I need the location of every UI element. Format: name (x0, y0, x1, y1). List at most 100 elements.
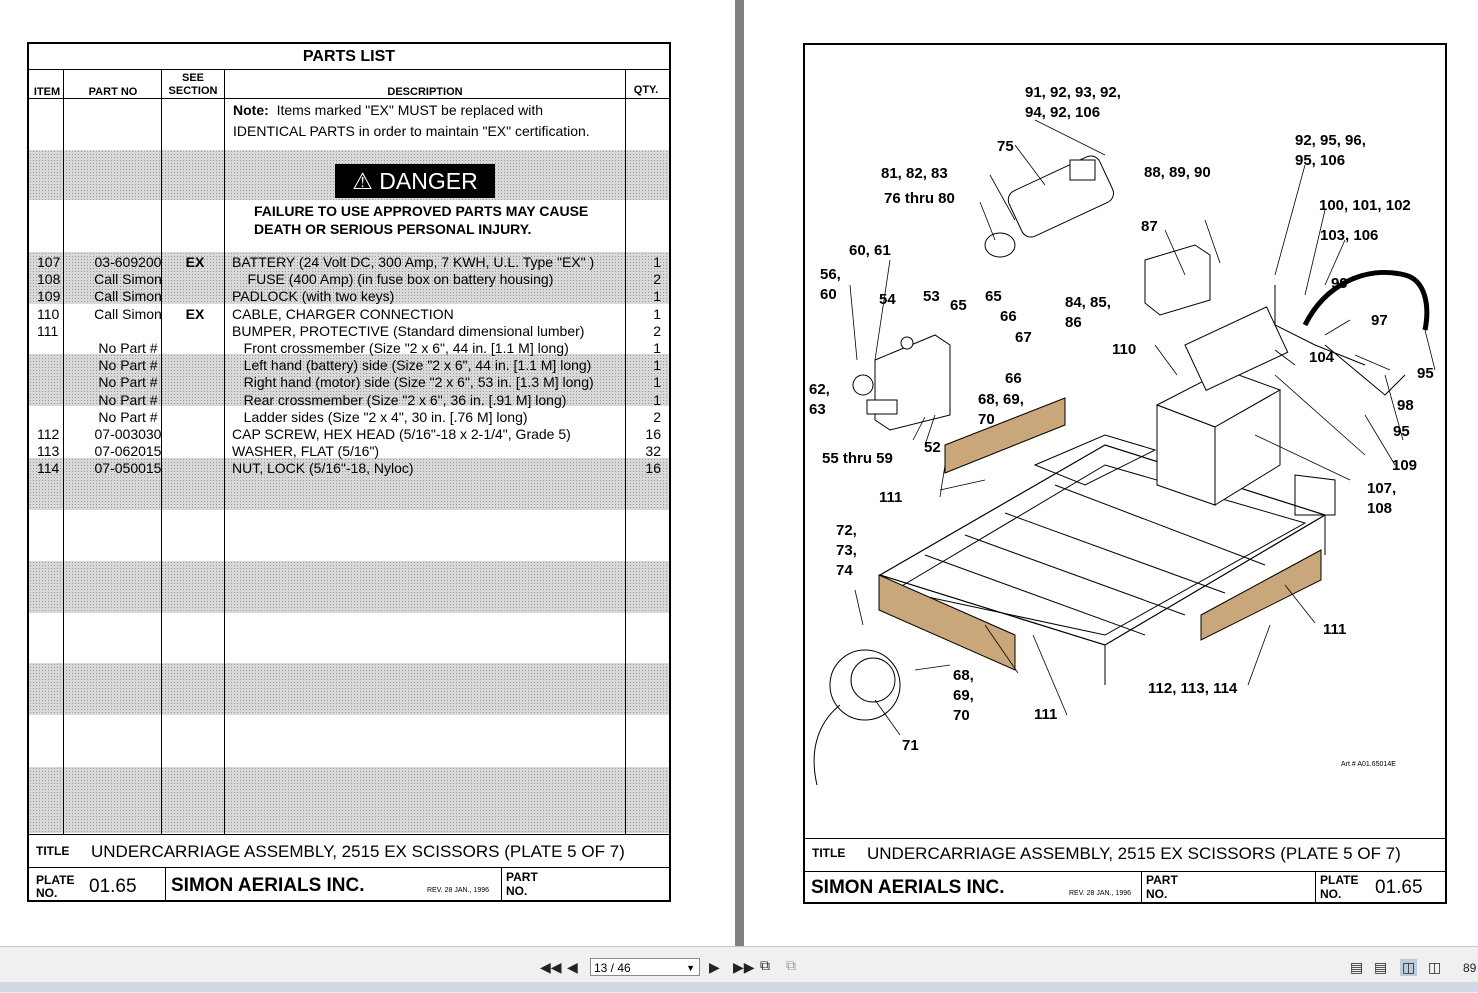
part-label: PART (506, 870, 538, 884)
cell-item: 109 (37, 288, 61, 305)
cell-part: 07-003030 (94, 426, 162, 442)
header-description: DESCRIPTION (387, 86, 463, 98)
callout-label: 95 (1393, 423, 1410, 440)
plate-title-right: UNDERCARRIAGE ASSEMBLY, 2515 EX SCISSORS… (867, 844, 1401, 863)
cell-desc: BATTERY (24 Volt DC, 300 Amp, 7 KWH, U.L… (232, 254, 595, 270)
first-page-icon[interactable]: ◀◀ (540, 959, 562, 975)
cell-item: 108 (37, 271, 61, 288)
callout-label: 94, 92, 106 (1025, 104, 1101, 121)
art-number: Art # A01.65014E (1341, 761, 1396, 768)
cell-desc: Rear crossmember (Size "2 x 6", 36 in. [… (232, 391, 567, 408)
danger-label: ⚠ DANGER (335, 164, 495, 198)
callout-label: 99 (1331, 275, 1348, 292)
table-row: No Part # Front crossmember (Size "2 x 6… (29, 340, 669, 357)
continuous-view-icon[interactable]: ▤ (1374, 959, 1388, 975)
table-row: No Part # Right hand (motor) side (Size … (29, 374, 669, 391)
header-part-no: PART NO (88, 86, 138, 98)
callout-label: 88, 89, 90 (1144, 164, 1211, 181)
callout-label: 97 (1371, 312, 1388, 329)
danger-message: FAILURE TO USE APPROVED PARTS MAY CAUSE … (254, 203, 589, 237)
table-row: No Part # Rear crossmember (Size "2 x 6"… (29, 392, 669, 409)
hydraulic-tank (852, 334, 951, 431)
callout-label: 62, (809, 381, 830, 398)
cell-qty: 1 (653, 340, 661, 356)
callout-label: 72, (836, 522, 857, 539)
callout-label: 56, (820, 266, 841, 283)
header-see: SEE (181, 72, 204, 84)
plate-number-right: 01.65 (1375, 877, 1423, 898)
continuous-facing-view-icon[interactable]: ◫ (1428, 959, 1442, 975)
cell-part: No Part # (98, 408, 158, 425)
callout-label: 111 (1323, 621, 1347, 638)
cell-qty: 2 (653, 408, 661, 425)
callout-label: 70 (953, 707, 970, 724)
callout-label: 91, 92, 93, 92, (1025, 84, 1121, 101)
chevron-down-icon[interactable]: ▼ (686, 963, 695, 973)
cell-qty: 1 (653, 374, 661, 391)
callout-label: 110 (1112, 341, 1137, 358)
cell-desc: Ladder sides (Size "2 x 4", 30 in. [.76 … (232, 408, 528, 425)
cell-part: Call Simon (94, 288, 162, 305)
part-no-label-right: NO. (1146, 887, 1168, 901)
plate-label-right: PLATE (1320, 873, 1359, 887)
last-page-icon[interactable]: ▶▶ (733, 959, 755, 975)
plate-number: 01.65 (89, 876, 137, 897)
cell-item: 113 (37, 443, 60, 460)
callout-label: 109 (1392, 457, 1418, 474)
cell-qty: 1 (653, 305, 661, 322)
callout-label: 111 (879, 489, 903, 506)
battery-box (1155, 306, 1289, 506)
bumpers (878, 397, 1322, 671)
cell-desc: CAP SCREW, HEX HEAD (5/16"-18 x 2-1/4", … (232, 426, 571, 442)
callout-label: 103, 106 (1320, 227, 1379, 244)
callout-label: 81, 82, 83 (881, 165, 948, 182)
callout-label: 66 (1005, 370, 1022, 387)
callout-label: 95, 106 (1295, 152, 1346, 169)
callout-label: 54 (879, 291, 896, 308)
revision-date: REV. 28 JAN., 1996 (427, 887, 490, 894)
previous-page-icon[interactable]: ◀ (567, 959, 578, 975)
plate-no-label: NO. (36, 886, 58, 900)
parts-list-title: PARTS LIST (302, 48, 396, 65)
go-back-view-icon[interactable]: ⧉ (760, 957, 770, 973)
cell-desc: NUT, LOCK (5/16"-18, Nyloc) (232, 460, 414, 477)
warning-triangle-icon: ⚠ (352, 168, 373, 194)
cell-item: 111 (37, 322, 59, 339)
taskbar (0, 982, 1478, 992)
zoom-level[interactable]: 89 (1463, 961, 1477, 975)
cell-qty: 1 (653, 391, 661, 408)
callout-label: 53 (923, 288, 940, 305)
plate-no-label-right: NO. (1320, 887, 1342, 901)
facing-view-icon[interactable]: ◫ (1400, 959, 1418, 976)
cell-desc: CABLE, CHARGER CONNECTION (232, 305, 454, 322)
cell-part: 07-062015 (94, 443, 162, 460)
chassis-frame (878, 434, 1336, 685)
cell-item: 114 (37, 460, 60, 477)
next-page-icon[interactable]: ▶ (709, 959, 720, 975)
cell-item: 107 (37, 254, 61, 270)
callout-label: 68, (953, 667, 974, 684)
callout-label: 111 (1034, 706, 1058, 723)
header-section: SECTION (168, 85, 218, 97)
ex-note: Note: Items marked "EX" MUST be replaced… (233, 102, 590, 139)
page-number-input[interactable]: 13 / 46 ▼ (590, 958, 700, 976)
cell-qty: 2 (653, 322, 661, 339)
callout-label: 65 (985, 288, 1002, 305)
motor (984, 155, 1114, 258)
callout-label: 69, (953, 687, 974, 704)
table-row: 114 07-050015 NUT, LOCK (5/16"-18, Nyloc) 1… (29, 460, 669, 477)
cell-qty: 16 (645, 460, 661, 477)
cell-qty: 1 (653, 288, 661, 305)
single-page-view-icon[interactable]: ▤ (1350, 959, 1364, 975)
header-item: ITEM (33, 86, 61, 98)
cell-qty: 16 (645, 426, 661, 442)
callout-label: 60 (820, 286, 837, 303)
go-forward-view-icon[interactable]: ⧉ (786, 957, 796, 973)
cell-part: No Part # (98, 374, 158, 391)
cell-part: 07-050015 (94, 460, 162, 477)
hose-assembly (1274, 269, 1430, 396)
